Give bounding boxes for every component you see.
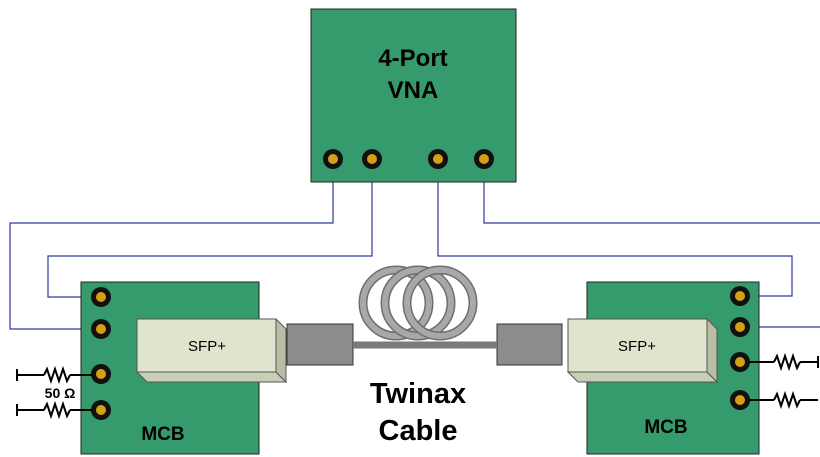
vna-instrument: 4-Port VNA [310,8,517,183]
right-mcb-label: MCB [644,417,687,438]
twinax-cable: Twinax Cable [286,265,563,447]
vna-title-line2: VNA [388,77,439,104]
wire-vna-port2-to-left-mcb-port1 [47,169,377,298]
right-termination-upper [749,352,819,372]
right-mcb-port-4 [730,390,750,410]
signal-wires [9,169,820,332]
termination-label: 50 Ω [45,385,76,401]
vna-port-3 [428,149,448,169]
left-terminations [16,365,92,420]
left-mcb-board: MCB SFP+ [80,281,288,455]
right-sfp-label: SFP+ [618,338,656,355]
cable-coil [358,265,478,341]
wire-vna-port1-to-left-mcb-port2 [9,169,338,330]
left-sfp-label: SFP+ [188,338,226,355]
vna-port-2 [362,149,382,169]
left-mcb-port-1 [91,287,111,307]
cable-label-line2: Cable [379,415,458,447]
right-mcb-port-3 [730,352,750,372]
right-mcb-port-1 [730,286,750,306]
left-mcb-port-4 [91,400,111,420]
left-mcb-port-3 [91,364,111,384]
vna-title-line1: 4-Port [378,45,447,72]
left-sfp-module: SFP+ [135,317,288,384]
wire-vna-port3-to-right-mcb-port1 [437,170,793,301]
right-termination-lower [749,390,818,410]
right-sfp-module: SFP+ [566,317,719,384]
right-mcb-board: MCB SFP+ [566,281,760,455]
left-cable-connector [286,323,354,366]
termination-lower [16,400,92,420]
cable-label-line1: Twinax [370,378,466,410]
right-terminations [749,352,819,410]
termination-upper [16,365,92,385]
right-mcb-port-2 [730,317,750,337]
left-mcb-label: MCB [141,424,184,445]
wire-vna-port4-to-right-mcb-port2 [483,170,820,224]
vna-port-1 [323,149,343,169]
vna-port-4 [474,149,494,169]
left-mcb-port-2 [91,319,111,339]
right-cable-connector [496,323,563,366]
